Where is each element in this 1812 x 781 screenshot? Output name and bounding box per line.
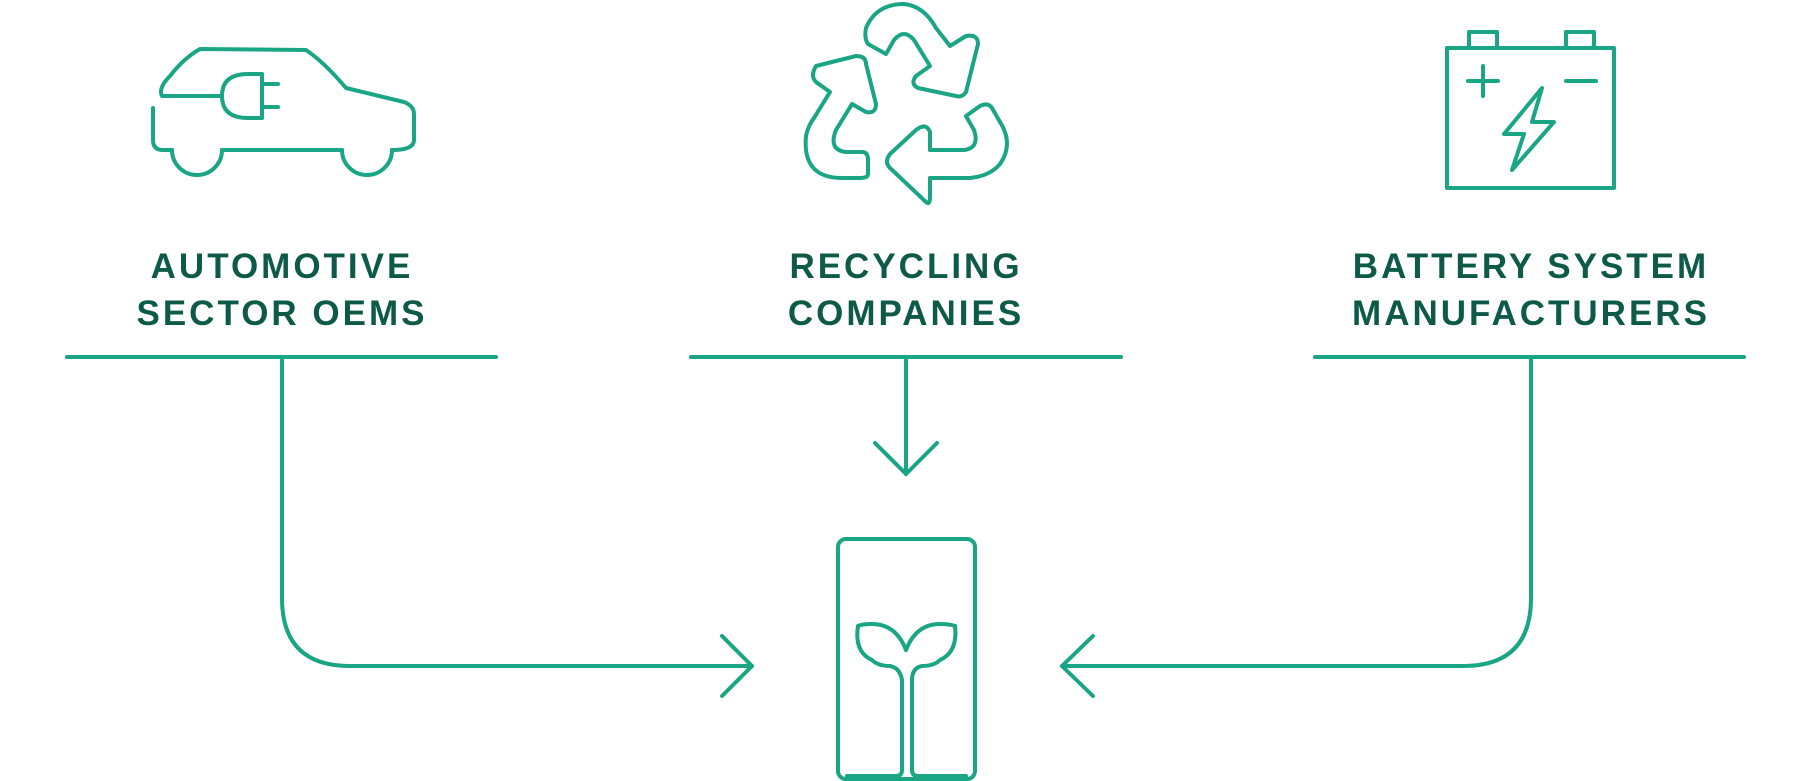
connector-middle — [873, 355, 939, 476]
connector-right — [1060, 355, 1533, 698]
connector-left — [280, 355, 754, 698]
automotive-node: AUTOMOTIVE SECTOR OEMS — [65, 47, 498, 359]
recycling-label-line1: RECYCLING — [789, 247, 1022, 286]
battery-label-line1: BATTERY SYSTEM — [1353, 247, 1709, 286]
arrow-head-down-icon — [873, 441, 939, 476]
battery-node: BATTERY SYSTEM MANUFACTURERS — [1313, 30, 1746, 359]
automotive-label-line1: AUTOMOTIVE — [151, 247, 414, 286]
battery-icon — [1445, 30, 1616, 190]
recycling-node: RECYCLING COMPANIES — [689, 2, 1123, 359]
arrow-head-right-icon — [720, 634, 754, 698]
recycling-label-line2: COMPANIES — [788, 294, 1024, 333]
arrow-head-left-icon — [1060, 634, 1095, 698]
electric-car-icon — [151, 47, 416, 177]
battery-cell-sprout-icon — [836, 537, 977, 781]
recycle-icon — [803, 2, 1009, 206]
battery-label-line2: MANUFACTURERS — [1352, 294, 1710, 333]
automotive-label-line2: SECTOR OEMS — [136, 294, 427, 333]
